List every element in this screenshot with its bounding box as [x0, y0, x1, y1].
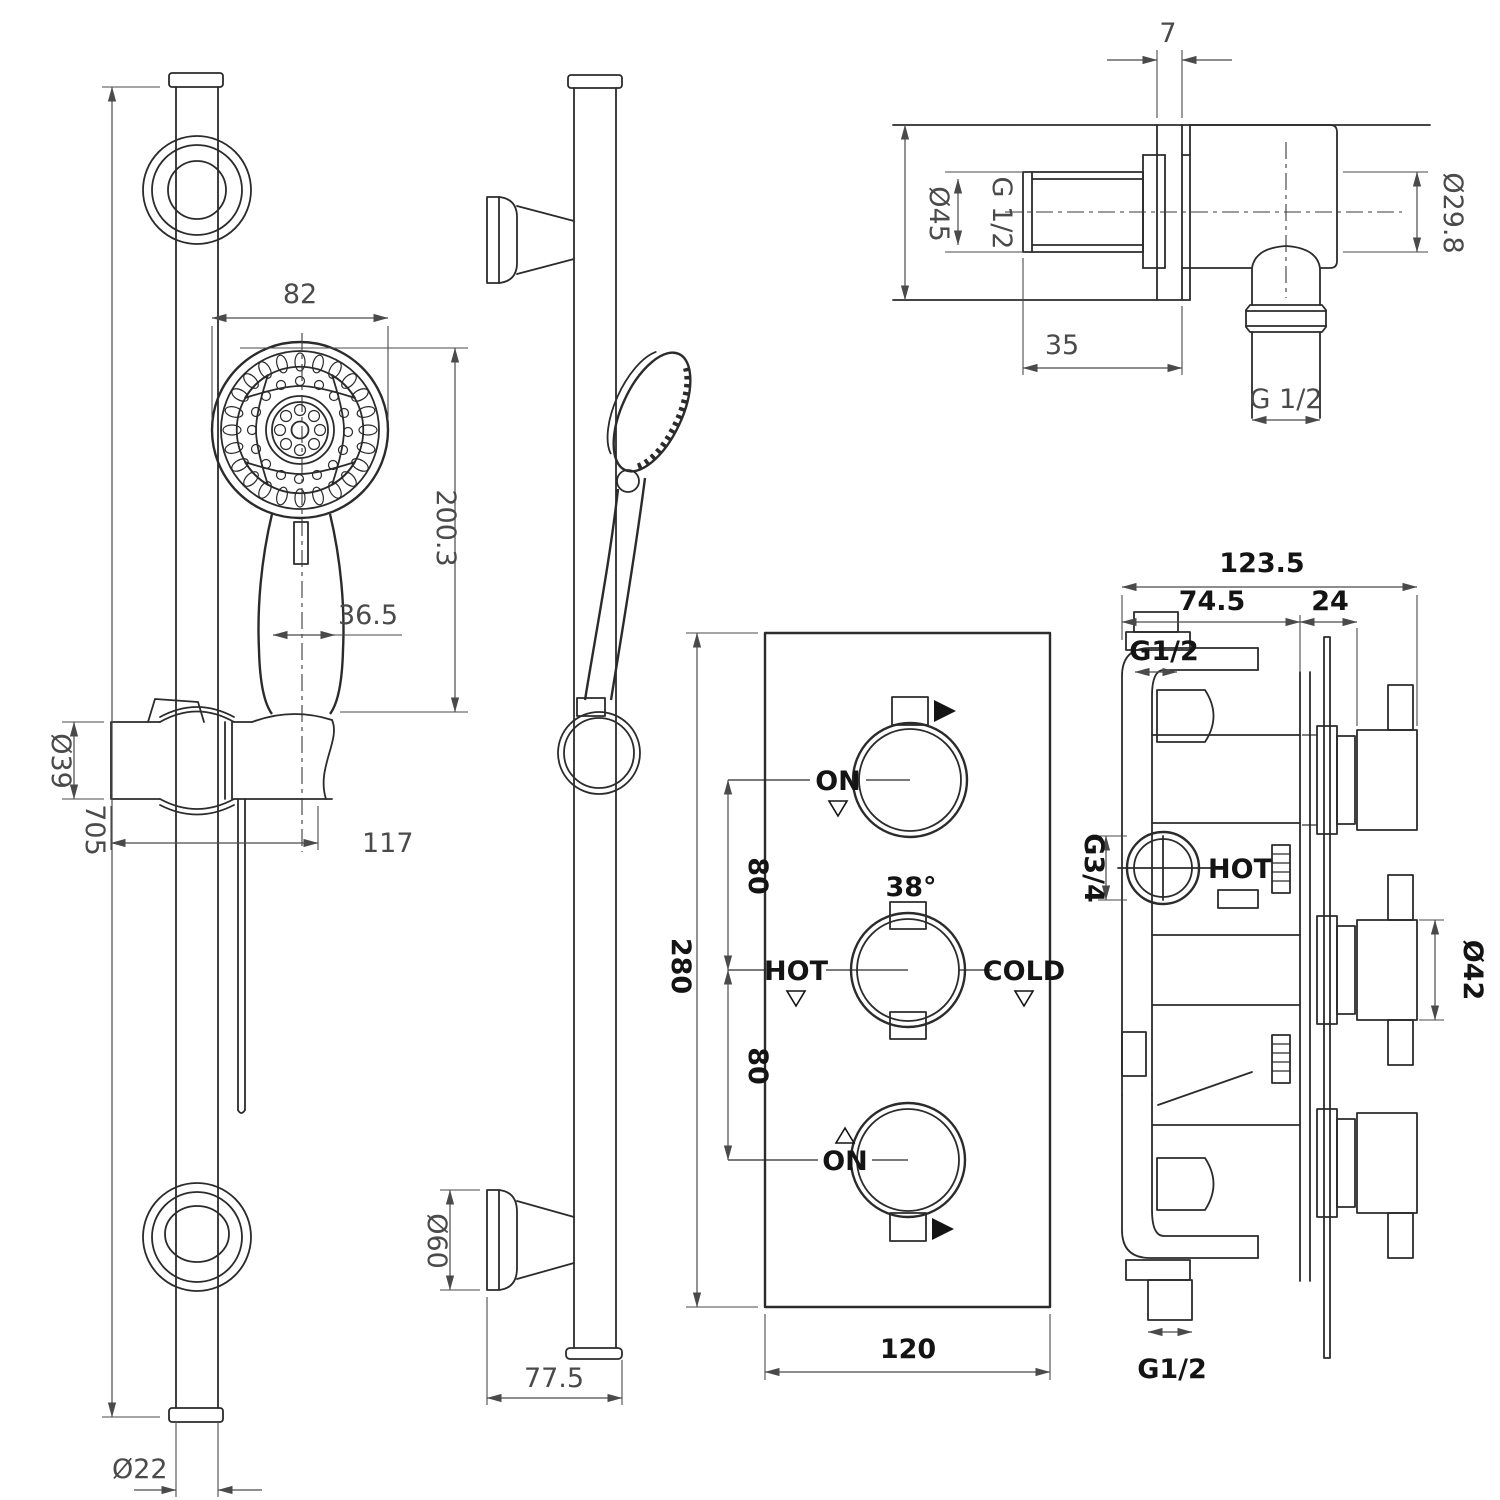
upper-cartridge: [1156, 689, 1215, 743]
label-temp: 38°: [885, 872, 936, 903]
dim-pipe-diameter: Ø29.8: [1437, 172, 1468, 253]
dim-wall-offset: 77.5: [524, 1363, 584, 1394]
rail-bottom-cap: [168, 1407, 224, 1423]
cold-triangle-icon: [1013, 990, 1035, 1008]
valve-knob-bottom: [849, 1101, 967, 1242]
rail-bottom-bracket: [142, 1182, 252, 1292]
rail-front-dimensions: 705 Ø22 82 200.3 36.5 Ø39 117: [45, 86, 468, 1497]
valve-knob-top: [851, 696, 969, 839]
label-hot: HOT: [764, 956, 829, 987]
valve-side-dimensions: 123.5 74.5 24 G1/2 G3/4 Ø42 G1/2: [1078, 548, 1488, 1385]
rail-side-dimensions: Ø60 77.5: [421, 1189, 623, 1405]
valve-side-view: HOT: [1078, 548, 1488, 1385]
dim-knob-spacing-bottom: 80: [742, 1047, 773, 1085]
lower-cartridge: [1156, 1157, 1215, 1211]
dim-rail-length: 705: [79, 804, 110, 856]
hot-triangle-icon: [785, 990, 807, 1008]
on-top-triangle-icon: [827, 800, 849, 818]
dim-slider-diameter: Ø39: [45, 733, 76, 789]
thread-ribs-lower: [1271, 1034, 1291, 1084]
dim-tube-diameter: Ø22: [112, 1454, 168, 1485]
nozzle-ring-outer: [222, 352, 378, 508]
outlet-body: [1005, 124, 1402, 419]
dim-plate-diameter: Ø45: [923, 186, 954, 242]
slider-clamp: [110, 698, 335, 1114]
dim-plate-height: 280: [665, 938, 696, 994]
valve-side-knobs: [1302, 684, 1418, 1259]
head-center-plate: [265, 395, 335, 465]
label-on-top: ON: [815, 766, 861, 797]
outlet-elbow-view: 7 Ø45 G 1/2 35 Ø29.8 G 1/2: [892, 18, 1468, 425]
nozzle-ring-inner: [246, 375, 354, 485]
label-cold: COLD: [983, 956, 1065, 987]
dim-inlet-top: G1/2: [1129, 636, 1199, 667]
label-hot-side: HOT: [1208, 854, 1273, 885]
valve-front-labels: ON 38° HOT COLD ON: [728, 766, 1065, 1177]
hand-shower-head: [210, 340, 390, 565]
side-rail-bottom-cap: [565, 1347, 623, 1360]
dim-total-depth: 123.5: [1219, 548, 1304, 579]
rail-side-view: Ø60 77.5: [421, 74, 692, 1405]
body-chamfer: [1157, 1071, 1253, 1106]
dim-thread-back: G 1/2: [986, 177, 1017, 250]
knob-bottom-arrow-icon: [932, 1218, 954, 1240]
valve-upper-bracket: [1121, 647, 1259, 836]
side-bottom-bracket: [486, 1189, 575, 1291]
dim-side-port: G3/4: [1078, 833, 1109, 903]
rail-top-cap: [168, 72, 224, 88]
dim-head-length: 200.3: [430, 489, 461, 566]
dim-inlet-bottom: G1/2: [1137, 1354, 1207, 1385]
dim-head-width: 82: [283, 279, 317, 310]
side-handset: [583, 351, 692, 701]
head-center-nozzle: [290, 420, 310, 440]
thread-ribs-upper: [1271, 844, 1291, 894]
valve-lower-bracket: [1121, 1094, 1259, 1259]
valve-mounting-plate: [1323, 636, 1331, 1359]
dim-knob-diameter: Ø42: [1457, 940, 1488, 1001]
side-rail-top-cap: [567, 74, 623, 89]
side-handle-left: [583, 488, 620, 701]
side-top-bracket: [486, 196, 575, 284]
dim-plate-offset: 24: [1311, 586, 1349, 617]
dim-knob-spacing-top: 80: [742, 857, 773, 895]
dim-body-depth: 74.5: [1179, 586, 1246, 617]
side-slider-ring: [557, 697, 641, 795]
dim-plate-width: 120: [880, 1334, 936, 1365]
dim-thread-down: G 1/2: [1250, 384, 1323, 415]
knob-top-arrow-icon: [934, 700, 956, 722]
dim-bracket-diameter: Ø60: [421, 1213, 452, 1269]
valve-body: [1121, 671, 1311, 1282]
spray-selector-nub: [616, 469, 640, 493]
valve-front-view: ON 38° HOT COLD ON 280 80 80 120: [665, 631, 1065, 1380]
label-on-bottom: ON: [822, 1146, 868, 1177]
rail-top-bracket: [142, 135, 252, 245]
hot-port: HOT: [1117, 830, 1291, 909]
valve-front-dimensions: 280 80 80 120: [665, 632, 1051, 1380]
dim-handle-width: 36.5: [338, 600, 398, 631]
on-bottom-triangle-icon: [834, 1126, 856, 1144]
outlet-dimensions: 7 Ø45 G 1/2 35 Ø29.8 G 1/2: [900, 18, 1468, 425]
rail-front-view: 705 Ø22 82 200.3 36.5 Ø39 117: [45, 72, 468, 1497]
dim-plate-thickness: 7: [1159, 18, 1176, 49]
dim-body-depth: 35: [1045, 330, 1079, 361]
hand-shower-handle: [257, 333, 345, 852]
dim-slider-length: 117: [362, 828, 414, 859]
valve-inlet-bottom: [1125, 1259, 1193, 1321]
side-tab: [1121, 1031, 1147, 1077]
outlet-collar: [1245, 304, 1327, 333]
selector-slot: [293, 521, 309, 565]
side-handle-right: [609, 477, 647, 701]
